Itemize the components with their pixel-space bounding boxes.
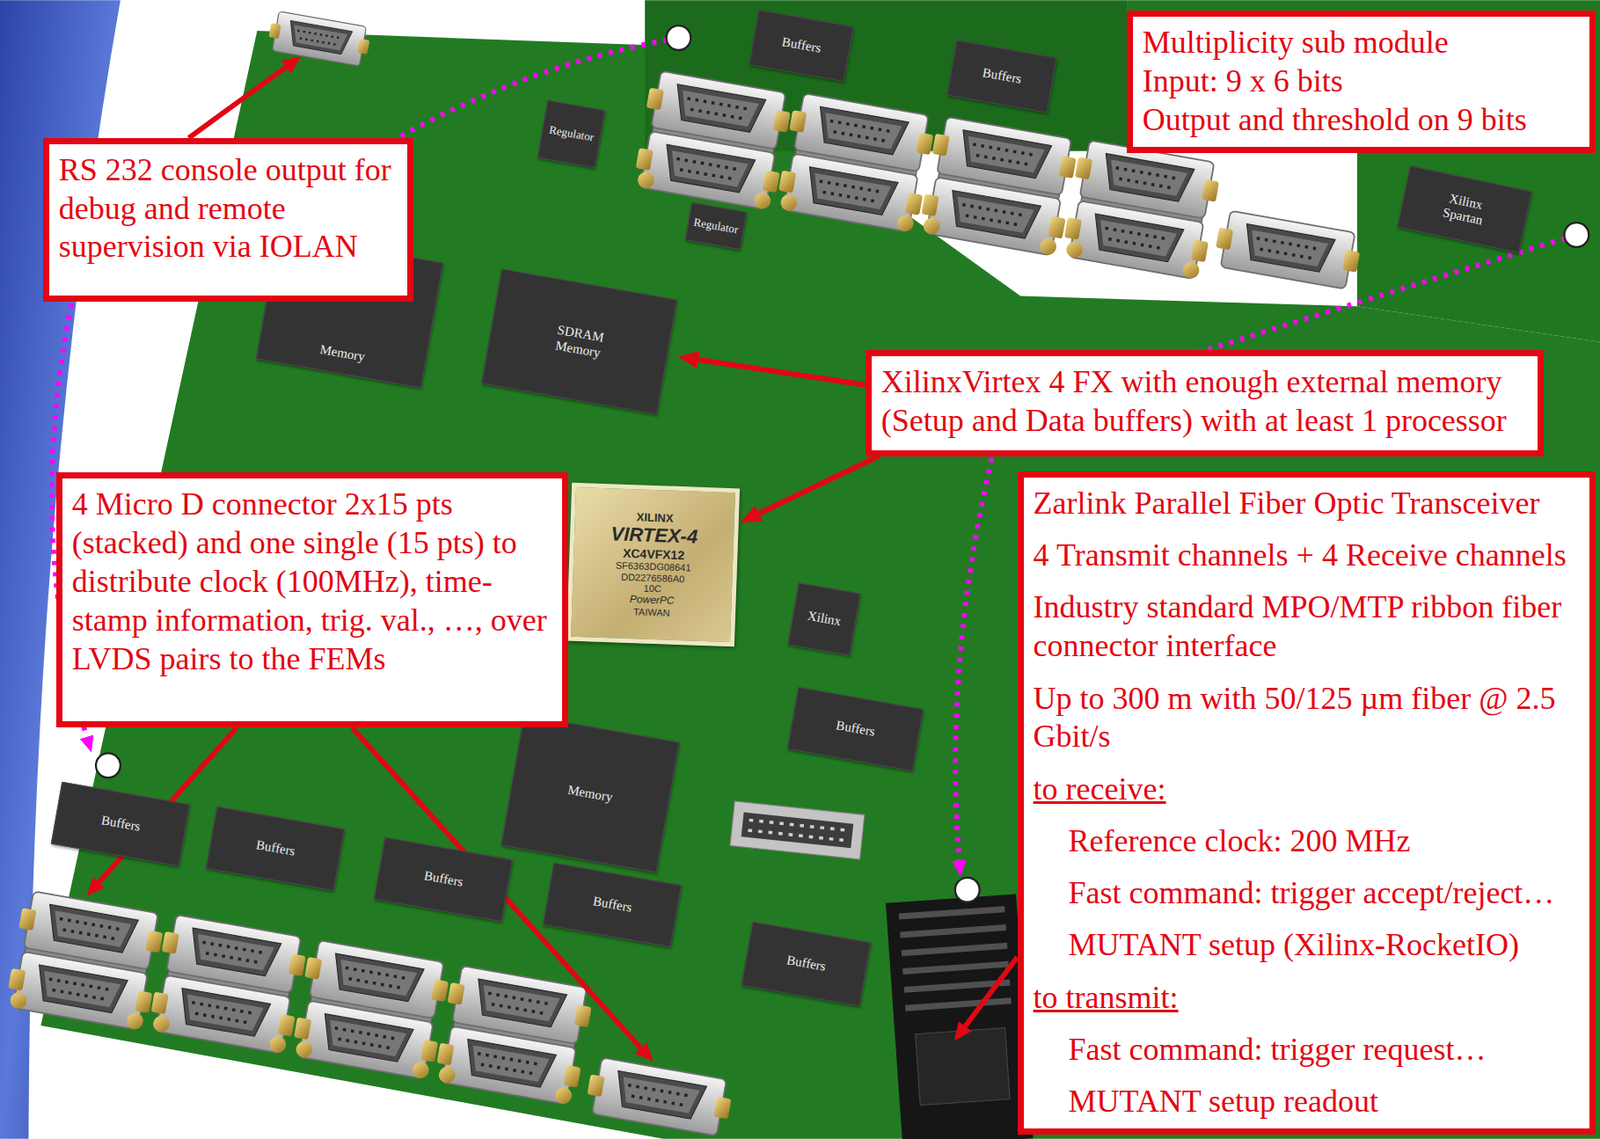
header-slot (741, 812, 855, 849)
callout-text: Industry standard MPO/MTP ribbon fiber c… (1033, 588, 1581, 666)
stacked-connector (918, 115, 1080, 257)
chip-package: Xilinx (788, 583, 862, 657)
dotted-pointer (1183, 234, 1578, 358)
callout-text: MUTANT setup readout (1033, 1082, 1581, 1122)
dotted-pointer (387, 37, 680, 143)
chip-package: Buffers (542, 862, 683, 949)
chip-package: Buffers (51, 781, 191, 868)
chip-label: Memory (318, 342, 366, 366)
callout-text: 4 Micro D connector 2x15 pts (stacked) a… (72, 485, 553, 680)
chip-package: Buffers (741, 921, 872, 1008)
chip-package: Buffers (205, 806, 346, 892)
fiber-connector (885, 893, 1034, 1139)
chip-marking: PowerPC (628, 593, 674, 608)
fpga-package: XILINXVIRTEX-4XC4VFX12SF6363DG08641DD227… (566, 482, 741, 646)
leader-arrow (964, 957, 1017, 1026)
chip-marking: VIRTEX-4 (610, 522, 698, 548)
stacked-connector (147, 913, 309, 1055)
chip-package: Buffers (947, 40, 1058, 114)
callout-box: 4 Micro D connector 2x15 pts (stacked) a… (56, 472, 569, 728)
chip-label: Buffers (981, 65, 1023, 88)
fiber-port (915, 1028, 1011, 1106)
stacked-connector (5, 890, 167, 1032)
reference-dot (1563, 222, 1589, 248)
chip-package: Regulator (685, 202, 747, 250)
chip-package: Buffers (786, 686, 923, 772)
reference-dot (955, 877, 980, 903)
chip-marking: XC4VFX12 (622, 545, 686, 563)
chip-package: Buffers (373, 837, 514, 923)
stacked-connector (1060, 138, 1222, 281)
chip-marking: TAIWAN (633, 605, 671, 618)
callout-text: Fast command: trigger accept/reject… (1033, 874, 1581, 914)
callout-text: Fast command: trigger request… (1033, 1030, 1581, 1070)
chip-package: Regulator (537, 100, 607, 169)
chip-label: Buffers (423, 869, 465, 892)
chip-label: Buffers (591, 894, 634, 917)
callout-text: RS 232 console output for debug and remo… (58, 151, 398, 268)
chip-package: Memory (500, 715, 680, 874)
stacked-connector (632, 69, 794, 212)
callout-box: Multiplicity sub moduleInput: 9 x 6 bits… (1126, 10, 1597, 154)
header-pins (747, 819, 847, 841)
chip-label: SDRAM Memory (546, 321, 613, 363)
chip-marking: DD2276586A0 (621, 570, 686, 585)
chip-label: Buffers (99, 813, 141, 836)
reference-dot (95, 752, 121, 778)
chip-marking: 10C (642, 582, 662, 594)
chip-package: Xilinx Spartan (1396, 165, 1532, 254)
stacked-connector (774, 92, 936, 234)
chip-label: Xilinx (806, 608, 843, 630)
chip-label: Buffers (780, 35, 822, 58)
chip-label: Buffers (785, 953, 827, 976)
micro-d-connector (584, 1056, 735, 1138)
fiber-ribs (898, 909, 1012, 1009)
callout-text: Up to 300 m with 50/125 µm fiber @ 2.5 G… (1033, 679, 1581, 758)
chip-label: Xilinx Spartan (1435, 189, 1494, 230)
chip-label: Regulator (693, 216, 740, 238)
callout-text: 4 Transmit channels + 4 Receive channels (1033, 536, 1581, 576)
chip-label: Buffers (255, 838, 297, 861)
micro-d-connector (1212, 209, 1363, 291)
chip-package: Buffers (748, 9, 855, 82)
callout-text: Multiplicity sub module (1142, 23, 1581, 63)
chip-label: Memory (566, 782, 614, 806)
stacked-connector (290, 938, 452, 1081)
callout-box: Zarlink Parallel Fiber Optic Transceiver… (1017, 471, 1597, 1135)
callout-text: Zarlink Parallel Fiber Optic Transceiver (1033, 484, 1581, 524)
header-shell (730, 801, 865, 860)
pin-header (730, 801, 865, 860)
callout-text: MUTANT setup (Xilinx-RocketIO) (1033, 926, 1581, 965)
callout-box: RS 232 console output for debug and remo… (43, 138, 414, 303)
chip-label: Regulator (547, 124, 595, 146)
reference-dot (666, 25, 692, 51)
arrow-connector (759, 456, 879, 514)
stacked-connector (433, 964, 595, 1106)
callout-text: Reference clock: 200 MHz (1033, 822, 1581, 862)
callout-text: Input: 9 x 6 bits (1142, 62, 1581, 102)
chip-marking: XILINX (635, 510, 673, 525)
fiber-body (885, 893, 1034, 1139)
arrow-connector (698, 359, 866, 386)
callout-text: to receive: (1033, 770, 1581, 810)
chip-package: SDRAM Memory (481, 268, 678, 416)
callout-box: XilinxVirtex 4 FX with enough external m… (865, 350, 1544, 457)
callout-text: to transmit: (1033, 978, 1581, 1018)
callout-text: Output and threshold on 9 bits (1142, 101, 1581, 140)
rs232-connector (266, 10, 373, 68)
dotted-pointer (955, 458, 992, 861)
chip-label: Buffers (834, 718, 877, 741)
callout-text: XilinxVirtex 4 FX with enough external m… (881, 363, 1528, 441)
leader-arrow (189, 66, 287, 139)
